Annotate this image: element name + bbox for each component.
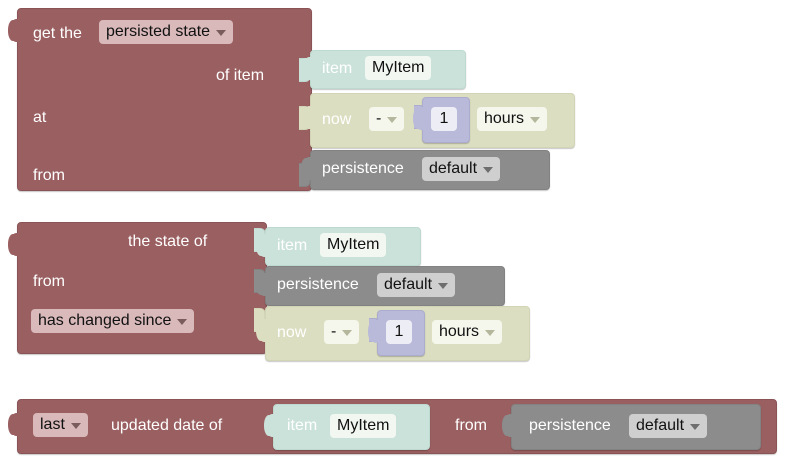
block-persistence-service-1[interactable]: persistence default bbox=[301, 150, 550, 190]
dropdown-service-name-value: default bbox=[636, 417, 685, 434]
dropdown-offset-operator-value: - bbox=[376, 110, 382, 127]
output-plug-icon bbox=[8, 413, 20, 436]
item-name-field[interactable]: MyItem bbox=[365, 56, 432, 80]
dropdown-time-unit-value: hours bbox=[484, 110, 525, 127]
dropdown-offset-operator[interactable]: - bbox=[324, 320, 360, 344]
output-plug-icon bbox=[413, 107, 425, 130]
chevron-down-icon bbox=[530, 117, 541, 123]
chevron-down-icon bbox=[438, 283, 449, 289]
dropdown-offset-operator[interactable]: - bbox=[369, 107, 405, 131]
dropdown-service-name-value: default bbox=[384, 276, 433, 293]
now-label: now bbox=[322, 111, 352, 128]
output-plug-icon bbox=[301, 157, 313, 180]
dropdown-service-name[interactable]: default bbox=[422, 157, 501, 181]
dropdown-service-name[interactable]: default bbox=[629, 414, 708, 438]
dropdown-change-condition-value: has changed since bbox=[38, 312, 172, 329]
chevron-down-icon bbox=[485, 330, 496, 336]
item-label: item bbox=[322, 60, 353, 77]
row-label-updated-date-of: updated date of bbox=[111, 417, 223, 434]
now-label: now bbox=[277, 324, 307, 341]
block-number-2[interactable]: 1 bbox=[368, 310, 425, 356]
dropdown-service-name[interactable]: default bbox=[377, 273, 456, 297]
item-label: item bbox=[277, 237, 308, 254]
dropdown-service-name-value: default bbox=[429, 160, 478, 177]
dropdown-time-unit[interactable]: hours bbox=[432, 320, 503, 344]
dropdown-update-kind-value: last bbox=[40, 416, 65, 433]
dropdown-update-kind[interactable]: last bbox=[33, 413, 88, 437]
row-label-of-item: of item bbox=[216, 67, 265, 84]
output-plug-icon bbox=[301, 106, 313, 129]
persistence-label: persistence bbox=[529, 417, 611, 434]
item-name-field[interactable]: MyItem bbox=[330, 414, 397, 438]
block-item-2[interactable]: item MyItem bbox=[256, 227, 421, 266]
persistence-label: persistence bbox=[322, 160, 404, 177]
item-name-value: MyItem bbox=[372, 59, 425, 76]
output-plug-icon bbox=[264, 414, 276, 437]
item-name-value: MyItem bbox=[337, 417, 390, 434]
chevron-down-icon bbox=[690, 424, 701, 430]
dropdown-time-unit[interactable]: hours bbox=[477, 107, 548, 131]
dropdown-state-kind-value: persisted state bbox=[106, 23, 211, 40]
block-get-persisted-state[interactable]: get the persisted state of item at from bbox=[8, 8, 312, 191]
chevron-down-icon bbox=[387, 117, 398, 123]
row-label-the-state-of: the state of bbox=[128, 233, 208, 250]
row-label-from: from bbox=[33, 273, 65, 290]
block-number-1[interactable]: 1 bbox=[413, 97, 470, 143]
persistence-label: persistence bbox=[277, 276, 359, 293]
output-plug-icon bbox=[256, 273, 268, 296]
row-label-from: from bbox=[33, 167, 65, 184]
block-persistence-service-3[interactable]: persistence default bbox=[502, 404, 761, 450]
block-item-1[interactable]: item MyItem bbox=[301, 50, 466, 89]
output-plug-icon bbox=[8, 19, 20, 42]
row-label-at: at bbox=[33, 109, 47, 126]
block-item-3[interactable]: item MyItem bbox=[264, 404, 430, 450]
output-plug-icon bbox=[502, 414, 514, 437]
block-persistence-service-2[interactable]: persistence default bbox=[256, 266, 505, 306]
number-value-field[interactable]: 1 bbox=[431, 107, 457, 131]
chevron-down-icon bbox=[342, 330, 353, 336]
number-value-field[interactable]: 1 bbox=[386, 320, 412, 344]
output-plug-icon bbox=[368, 320, 380, 343]
chevron-down-icon bbox=[177, 319, 188, 325]
number-value: 1 bbox=[439, 110, 449, 127]
chevron-down-icon bbox=[70, 423, 81, 429]
output-plug-icon bbox=[8, 233, 20, 256]
dropdown-state-kind[interactable]: persisted state bbox=[99, 20, 234, 44]
output-plug-icon bbox=[256, 319, 268, 342]
output-plug-icon bbox=[301, 57, 313, 80]
dropdown-offset-operator-value: - bbox=[331, 323, 337, 340]
number-value: 1 bbox=[394, 323, 404, 340]
dropdown-change-condition[interactable]: has changed since bbox=[31, 309, 195, 333]
chevron-down-icon bbox=[483, 167, 494, 173]
chevron-down-icon bbox=[216, 30, 227, 36]
item-name-value: MyItem bbox=[327, 236, 380, 253]
dropdown-time-unit-value: hours bbox=[439, 323, 480, 340]
item-label: item bbox=[287, 417, 318, 434]
item-name-field[interactable]: MyItem bbox=[320, 233, 387, 257]
row-label-get-the: get the bbox=[33, 25, 82, 42]
block-state-changed-since[interactable]: the state of from has changed since bbox=[8, 222, 267, 354]
row-label-from: from bbox=[455, 417, 487, 434]
output-plug-icon bbox=[256, 234, 268, 257]
